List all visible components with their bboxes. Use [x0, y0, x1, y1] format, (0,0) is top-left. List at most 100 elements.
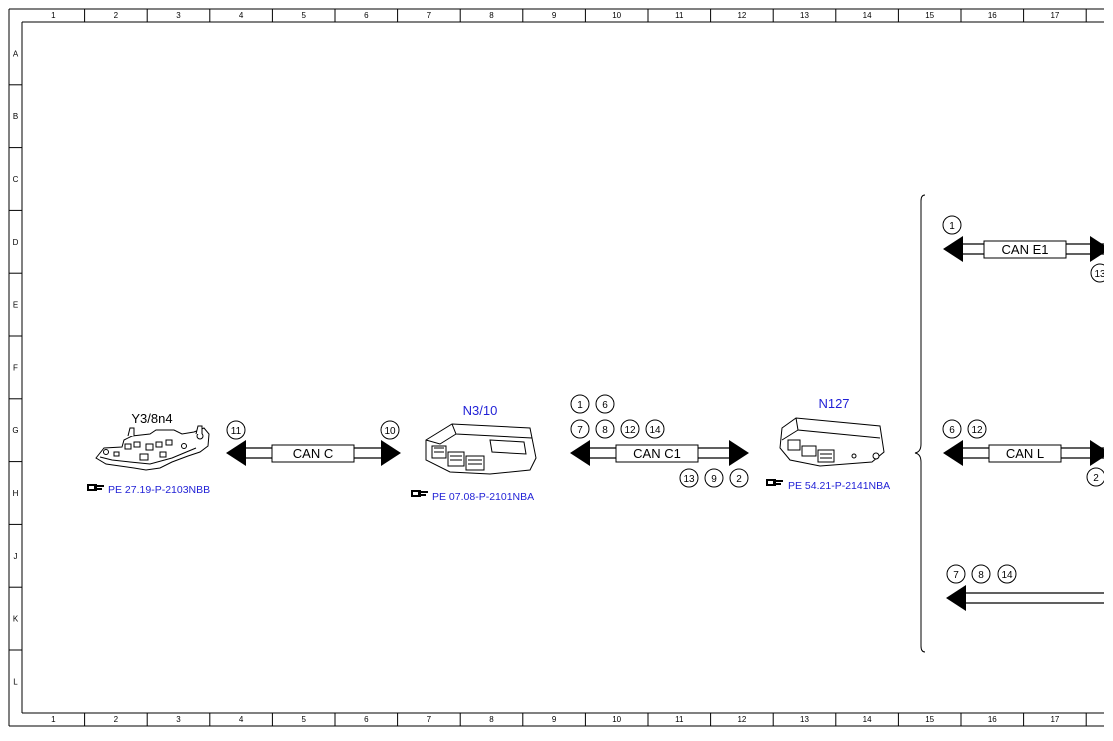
connection-marker: 6 — [595, 394, 615, 414]
bus-label-can-l: CAN L — [1006, 446, 1044, 461]
can-c-bus[interactable]: CAN C — [226, 440, 401, 466]
row-letter: D — [13, 238, 19, 247]
bottom-bus[interactable] — [946, 585, 1104, 611]
marker-label: 1 — [949, 221, 955, 232]
reference-link-n127[interactable]: PE 54.21-P-2141NBA — [766, 479, 890, 492]
engine-control-unit-icon — [425, 423, 537, 475]
column-number: 6 — [364, 715, 369, 724]
column-number: 5 — [301, 11, 306, 20]
column-number: 14 — [863, 11, 872, 20]
column-number: 5 — [301, 715, 306, 724]
connection-marker: 12 — [967, 419, 987, 439]
column-number: 4 — [239, 11, 244, 20]
column-number: 16 — [988, 715, 997, 724]
component-label-n127: N127 — [818, 396, 849, 411]
bus-label-can-c1: CAN C1 — [633, 446, 681, 461]
transmission-control-module-icon — [95, 425, 210, 471]
marker-label: 9 — [711, 474, 717, 485]
arrow-left-icon — [943, 236, 963, 262]
component-n3-10[interactable]: N3/10 PE 07.08-P-2101NBA — [411, 403, 537, 503]
column-number: 9 — [552, 11, 557, 20]
column-number: 3 — [176, 715, 181, 724]
column-number: 17 — [1050, 715, 1059, 724]
reference-text-n127: PE 54.21-P-2141NBA — [788, 480, 890, 492]
connection-marker: 2 — [729, 468, 749, 488]
can-e1-bus[interactable]: CAN E1 — [943, 236, 1110, 262]
connection-marker: 13 — [1090, 263, 1106, 283]
reference-link-n3-10[interactable]: PE 07.08-P-2101NBA — [411, 490, 534, 503]
column-number: 2 — [114, 11, 119, 20]
hand-pointer-icon — [87, 484, 104, 491]
marker-label: 14 — [649, 425, 661, 436]
marker-label: 6 — [602, 400, 608, 411]
arrow-right-icon — [1090, 440, 1104, 466]
column-number: 17 — [1050, 11, 1059, 20]
column-number: 11 — [675, 715, 684, 724]
column-number: 13 — [800, 715, 809, 724]
row-letter: F — [13, 363, 18, 372]
connection-marker: 7 — [946, 564, 966, 584]
row-letter: G — [12, 426, 18, 435]
connection-marker: 6 — [942, 419, 962, 439]
group-brace — [914, 194, 926, 653]
component-label-n3-10: N3/10 — [463, 403, 498, 418]
row-letter: K — [13, 615, 19, 624]
column-number: 1 — [51, 715, 56, 724]
marker-label: 13 — [683, 474, 695, 485]
can-l-bus[interactable]: CAN L — [943, 440, 1110, 466]
marker-label: 12 — [624, 425, 636, 436]
column-number: 3 — [176, 11, 181, 20]
connection-marker: 13 — [679, 468, 699, 488]
connection-marker: 11 — [226, 420, 246, 440]
column-number: 11 — [675, 11, 684, 20]
column-number: 8 — [489, 11, 494, 20]
arrow-left-icon — [946, 585, 966, 611]
column-number: 15 — [925, 715, 934, 724]
column-number: 2 — [114, 715, 119, 724]
row-letter: H — [13, 489, 19, 498]
reference-link-y3[interactable]: PE 27.19-P-2103NBB — [87, 484, 210, 496]
arrow-left-icon — [943, 440, 963, 466]
arrow-right-icon — [381, 440, 401, 466]
component-y3-8n4[interactable]: Y3/8n4 PE 27.19-P-2103NB — [87, 411, 210, 496]
connection-marker: 9 — [704, 468, 724, 488]
column-number: 8 — [489, 715, 494, 724]
row-letter: J — [14, 552, 18, 561]
column-number: 1 — [51, 11, 56, 20]
column-number: 12 — [737, 11, 746, 20]
column-number: 4 — [239, 715, 244, 724]
column-number: 9 — [552, 715, 557, 724]
control-unit-n127-icon — [779, 417, 885, 467]
marker-label: 13 — [1094, 269, 1106, 280]
component-n127[interactable]: N127 PE 54.21-P-2141NBA — [766, 396, 890, 492]
arrow-right-icon — [729, 440, 749, 466]
column-number: 10 — [612, 715, 621, 724]
marker-label: 2 — [1093, 473, 1099, 484]
marker-label: 2 — [736, 474, 742, 485]
connection-marker: 2 — [1086, 467, 1104, 487]
column-number: 7 — [427, 11, 432, 20]
connection-marker: 7 — [570, 419, 590, 439]
connection-marker: 14 — [645, 419, 665, 439]
row-letter: E — [13, 301, 18, 310]
marker-label: 11 — [231, 426, 242, 437]
connection-marker: 12 — [620, 419, 640, 439]
reference-text-n3-10: PE 07.08-P-2101NBA — [432, 491, 534, 503]
bus-label-can-e1: CAN E1 — [1002, 242, 1049, 257]
drawing-frame — [8, 8, 1104, 727]
marker-label: 8 — [978, 570, 984, 581]
connection-marker: 14 — [997, 564, 1017, 584]
column-number: 15 — [925, 11, 934, 20]
can-c1-bus[interactable]: CAN C1 — [570, 440, 749, 466]
marker-label: 1 — [577, 400, 583, 411]
hand-pointer-icon — [766, 479, 783, 486]
marker-label: 7 — [953, 570, 959, 581]
arrow-left-icon — [226, 440, 246, 466]
column-number: 16 — [988, 11, 997, 20]
connection-marker: 8 — [971, 564, 991, 584]
arrow-left-icon — [570, 440, 590, 466]
marker-label: 6 — [949, 425, 955, 436]
row-letter: A — [13, 49, 19, 58]
row-letter: B — [13, 112, 18, 121]
